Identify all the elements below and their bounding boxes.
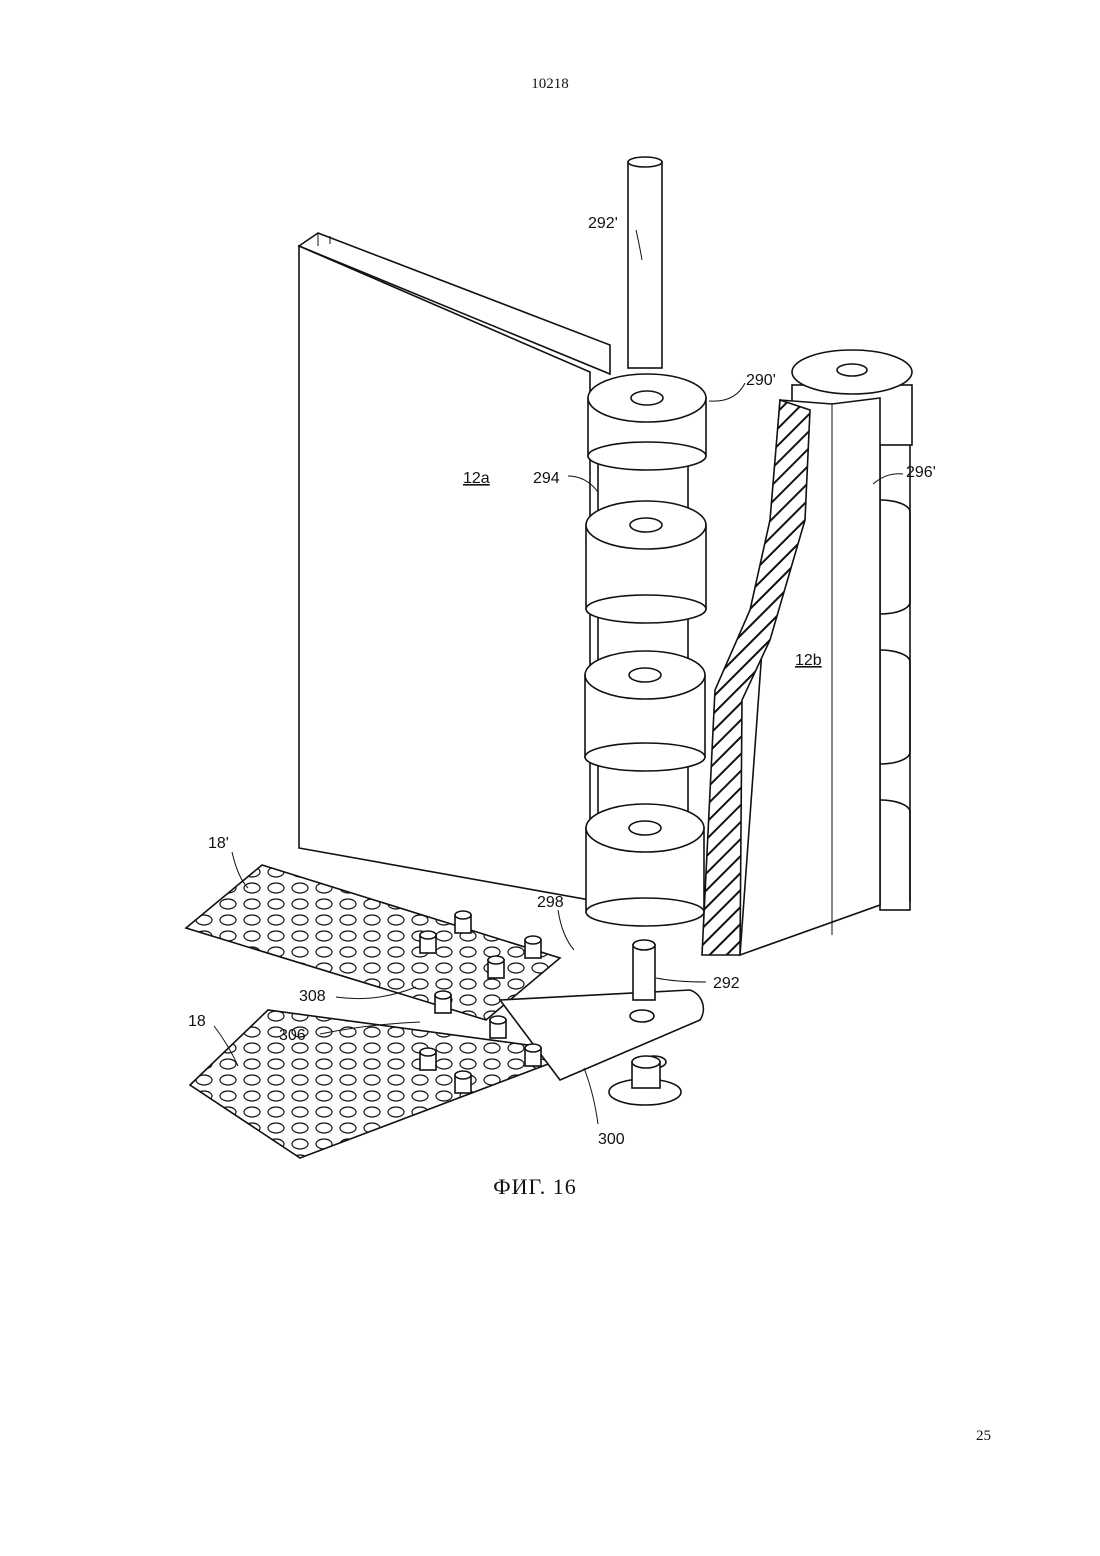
- roller-4: [586, 804, 704, 926]
- roller-3: [585, 651, 705, 771]
- label-292-prime: 292': [588, 215, 618, 232]
- roller-1: [588, 374, 706, 470]
- label-308: 308: [299, 988, 326, 1005]
- page-number: 25: [976, 1428, 991, 1445]
- label-296-prime: 296': [906, 464, 936, 481]
- label-292: 292: [713, 975, 740, 992]
- roller-2: [586, 501, 706, 623]
- panel-12a: [299, 233, 610, 900]
- label-300: 300: [598, 1131, 625, 1148]
- label-294: 294: [533, 470, 560, 487]
- label-12a: 12a: [463, 470, 490, 487]
- label-290-prime: 290': [746, 372, 776, 389]
- figure-caption: ФИГ. 16: [0, 1174, 1070, 1200]
- base-plate-18-prime: [186, 865, 560, 1020]
- label-12b: 12b: [795, 652, 822, 669]
- base-plate-18: [190, 1010, 580, 1158]
- label-298: 298: [537, 894, 564, 911]
- label-18-prime: 18': [208, 835, 229, 852]
- label-18: 18: [188, 1013, 206, 1030]
- label-306: 306: [279, 1027, 306, 1044]
